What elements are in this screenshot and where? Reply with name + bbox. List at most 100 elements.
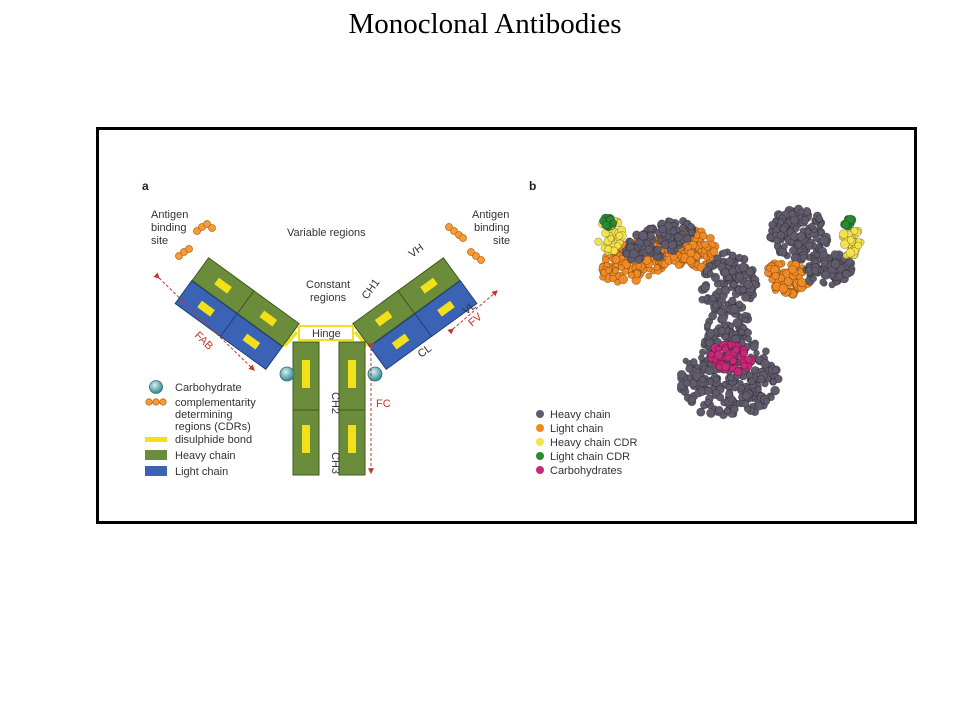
- atom-sphere: [644, 245, 653, 254]
- atom-sphere: [788, 246, 798, 255]
- atom-sphere: [618, 274, 629, 285]
- atom-sphere: [830, 259, 841, 269]
- antigen-binding-site-right-line-3: site: [493, 235, 510, 247]
- cdr-left-tip: [175, 220, 216, 260]
- atom-sphere: [703, 386, 713, 396]
- legend-b-light-chain: Light chain: [550, 423, 603, 435]
- atom-sphere: [741, 399, 750, 408]
- atom-sphere: [842, 269, 851, 279]
- atom-sphere: [735, 272, 744, 281]
- slide-title: Monoclonal Antibodies: [348, 8, 622, 40]
- constant-regions-label-line-1: Constant: [306, 279, 350, 291]
- atom-sphere: [604, 267, 612, 274]
- fab-arrow: [153, 272, 255, 371]
- atom-sphere: [730, 280, 738, 289]
- atom-sphere: [760, 359, 770, 369]
- figure-frame: a Hinge C: [96, 127, 917, 524]
- atom-sphere: [609, 274, 617, 283]
- atom-sphere: [737, 384, 745, 392]
- legend-disulphide-label: disulphide bond: [175, 434, 252, 446]
- atom-sphere: [735, 253, 743, 262]
- atom-sphere: [647, 224, 655, 233]
- atom-sphere: [687, 222, 695, 231]
- atom-sphere: [729, 357, 738, 365]
- atom-sphere: [788, 265, 797, 274]
- carbohydrate-right: [367, 366, 383, 382]
- atom-sphere: [815, 215, 824, 223]
- atom-sphere: [732, 318, 742, 328]
- atom-sphere: [810, 275, 817, 283]
- atom-sphere: [678, 224, 687, 232]
- atom-sphere: [699, 231, 708, 240]
- atom-sphere: [733, 367, 743, 377]
- fc-right-heavy-chain: [338, 341, 366, 476]
- atom-sphere: [835, 272, 844, 281]
- atom-sphere: [731, 384, 739, 392]
- fc-label: FC: [376, 398, 391, 410]
- atom-sphere: [796, 231, 806, 241]
- atom-sphere: [676, 369, 687, 380]
- atom-sphere: [705, 328, 715, 338]
- atom-sphere: [712, 375, 720, 383]
- atom-sphere: [709, 247, 719, 257]
- atom-sphere: [817, 229, 825, 236]
- atom-sphere: [838, 229, 849, 239]
- atom-sphere: [812, 235, 820, 243]
- atom-cluster: [707, 340, 756, 377]
- atom-sphere: [687, 395, 696, 404]
- atom-sphere: [653, 264, 661, 271]
- atom-sphere: [696, 407, 706, 417]
- atom-sphere: [771, 366, 779, 374]
- atom-sphere: [638, 230, 648, 241]
- cdr-right-tip: [445, 223, 485, 264]
- atom-sphere: [745, 335, 753, 343]
- atom-sphere: [617, 264, 625, 271]
- atom-sphere: [724, 390, 733, 399]
- atom-sphere: [744, 355, 753, 364]
- panel-b-letter: b: [529, 179, 536, 193]
- atom-sphere: [789, 215, 799, 225]
- atom-sphere: [612, 267, 619, 274]
- atom-sphere: [700, 283, 710, 293]
- atom-sphere: [738, 262, 749, 273]
- atom-sphere: [819, 278, 827, 286]
- light-chain-swatch: [145, 466, 167, 476]
- atom-sphere: [738, 328, 746, 336]
- atom-sphere: [706, 270, 714, 278]
- atom-sphere: [708, 294, 717, 302]
- atom-sphere: [770, 385, 780, 396]
- legend-cdr-line-1: complementarity: [175, 397, 256, 409]
- legend-cdr-line-3: regions (CDRs): [175, 421, 251, 433]
- atom-sphere: [777, 218, 785, 226]
- atom-sphere: [804, 228, 812, 235]
- atom-sphere: [627, 271, 635, 279]
- antibody-figure: a Hinge C: [142, 179, 865, 478]
- atom-sphere: [754, 401, 764, 411]
- atom-sphere: [819, 235, 830, 246]
- atom-sphere: [728, 251, 737, 260]
- atom-sphere: [808, 222, 816, 230]
- antigen-binding-site-right-line-1: Antigen: [472, 209, 509, 221]
- atom-sphere: [799, 253, 808, 262]
- atom-sphere: [830, 250, 840, 259]
- atom-sphere: [740, 292, 750, 302]
- atom-sphere: [771, 271, 780, 280]
- atom-sphere: [747, 377, 756, 385]
- atom-cluster: [763, 259, 813, 299]
- legend-light-chain-dot: [536, 424, 544, 432]
- legend-b-light-chain-cdr: Light chain CDR: [550, 451, 630, 463]
- atom-sphere: [629, 248, 639, 259]
- atom-sphere: [741, 316, 749, 324]
- vh-label: VH: [407, 242, 426, 261]
- atom-sphere: [712, 302, 720, 310]
- atom-sphere: [686, 248, 696, 258]
- ch1-label: CH1: [360, 277, 383, 302]
- atom-sphere: [728, 365, 736, 372]
- antigen-binding-site-left-line-1: Antigen: [151, 209, 188, 221]
- atom-sphere: [607, 235, 615, 242]
- carbohydrate-icon: [149, 380, 163, 394]
- atom-sphere: [745, 267, 755, 276]
- variable-regions-label: Variable regions: [287, 227, 366, 239]
- panel-b-legend: Heavy chain Light chain Heavy chain CDR …: [536, 409, 637, 477]
- constant-regions-label-line-2: regions: [310, 292, 347, 304]
